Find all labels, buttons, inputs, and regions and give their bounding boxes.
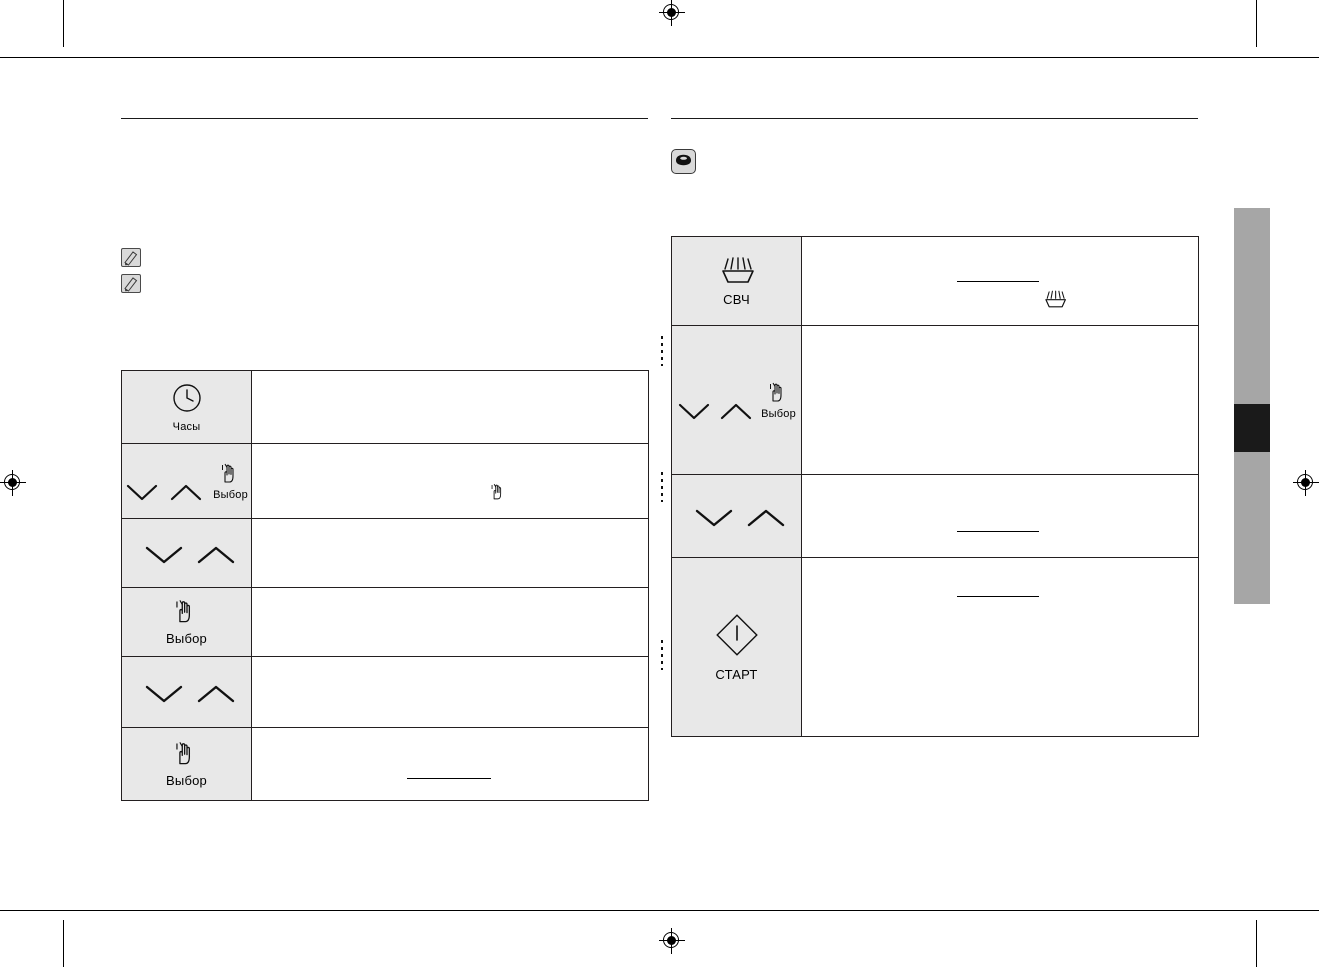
key-cell-down-up-select[interactable]: Выбор bbox=[671, 325, 802, 475]
right-column-header-rule bbox=[671, 118, 1198, 119]
table-row: Выбор bbox=[121, 727, 649, 801]
key-label-clock: Часы bbox=[172, 420, 201, 433]
text-underline bbox=[957, 596, 1039, 597]
chevron-down-icon[interactable] bbox=[677, 403, 711, 420]
key-label-select: Выбор bbox=[166, 631, 207, 646]
text-underline bbox=[957, 281, 1039, 282]
crop-mark-bottom-left bbox=[63, 920, 64, 967]
hand-select-icon[interactable] bbox=[174, 740, 200, 771]
table-row bbox=[671, 474, 1199, 558]
note-pencil-icon bbox=[121, 274, 141, 293]
registration-mark-bottom bbox=[659, 928, 685, 954]
table-row bbox=[121, 656, 649, 728]
key-label-microwave: СВЧ bbox=[723, 292, 750, 307]
key-cell-down-up-select[interactable]: Выбор bbox=[121, 443, 252, 519]
chevron-down-icon[interactable] bbox=[144, 684, 182, 702]
desc-cell-clock bbox=[251, 370, 649, 444]
key-cell-down-up[interactable] bbox=[671, 474, 802, 558]
crop-rule-bottom bbox=[0, 910, 1319, 911]
hand-select-icon[interactable] bbox=[174, 598, 200, 629]
registration-mark-right bbox=[1293, 470, 1319, 496]
chevron-down-icon[interactable] bbox=[694, 508, 732, 526]
note-pencil-icon bbox=[121, 248, 141, 267]
hand-select-icon bbox=[490, 482, 508, 506]
desc-cell-down-up bbox=[801, 474, 1199, 558]
desc-cell-down-up-select bbox=[251, 443, 649, 519]
key-label-select: Выбор bbox=[761, 407, 796, 420]
table-row: Выбор bbox=[121, 443, 649, 519]
thumb-band-lower bbox=[1234, 452, 1270, 604]
start-diamond-icon[interactable] bbox=[714, 612, 760, 663]
chevron-up-icon[interactable] bbox=[719, 403, 753, 420]
chevron-down-icon[interactable] bbox=[125, 484, 159, 501]
microwave-cooking-steps-table: СВЧ bbox=[671, 236, 1199, 737]
crop-mark-bottom-right bbox=[1256, 920, 1257, 967]
desc-cell-select bbox=[251, 727, 649, 801]
chevron-up-icon[interactable] bbox=[196, 545, 234, 563]
desc-cell-start bbox=[801, 557, 1199, 737]
key-cell-start[interactable]: СТАРТ bbox=[671, 557, 802, 737]
crop-rule-top bbox=[0, 57, 1319, 58]
key-cell-select[interactable]: Выбор bbox=[121, 587, 252, 657]
crop-mark-top-right bbox=[1256, 0, 1257, 47]
chapter-thumb-index bbox=[1234, 208, 1270, 604]
table-row bbox=[121, 518, 649, 588]
key-label-start: СТАРТ bbox=[715, 667, 758, 682]
center-divider-top bbox=[661, 336, 663, 366]
thumb-band-current bbox=[1234, 404, 1270, 452]
hand-select-icon[interactable] bbox=[220, 462, 242, 489]
key-label-select: Выбор bbox=[166, 773, 207, 788]
crop-mark-top-left bbox=[63, 0, 64, 47]
clock-icon bbox=[171, 382, 203, 419]
key-label-select: Выбор bbox=[213, 488, 248, 501]
chevron-down-icon[interactable] bbox=[144, 545, 182, 563]
table-row: СТАРТ bbox=[671, 557, 1199, 737]
table-row: СВЧ bbox=[671, 236, 1199, 326]
table-row: Выбор bbox=[671, 325, 1199, 475]
chevron-up-icon[interactable] bbox=[169, 484, 203, 501]
desc-cell-select bbox=[251, 587, 649, 657]
key-cell-down-up[interactable] bbox=[121, 656, 252, 728]
hand-select-icon[interactable] bbox=[768, 381, 790, 408]
clock-setting-steps-table: Часы bbox=[121, 370, 649, 801]
key-cell-down-up[interactable] bbox=[121, 518, 252, 588]
table-row: Часы bbox=[121, 370, 649, 444]
microwave-icon bbox=[717, 255, 757, 290]
microwave-tip-icon bbox=[675, 153, 692, 171]
center-divider-bottom bbox=[661, 640, 663, 670]
desc-cell-down-up bbox=[251, 518, 649, 588]
desc-cell-down-up-select bbox=[801, 325, 1199, 475]
text-underline bbox=[957, 531, 1039, 532]
registration-mark-left bbox=[0, 470, 26, 496]
thumb-band-upper bbox=[1234, 208, 1270, 404]
key-cell-microwave[interactable]: СВЧ bbox=[671, 236, 802, 326]
text-underline bbox=[407, 778, 491, 779]
table-row: Выбор bbox=[121, 587, 649, 657]
desc-cell-microwave bbox=[801, 236, 1199, 326]
center-divider-middle bbox=[661, 472, 663, 502]
key-cell-select[interactable]: Выбор bbox=[121, 727, 252, 801]
chevron-up-icon[interactable] bbox=[746, 508, 784, 526]
tip-badge bbox=[671, 149, 696, 174]
registration-mark-top bbox=[659, 0, 685, 26]
left-column-header-rule bbox=[121, 118, 648, 119]
key-cell-clock[interactable]: Часы bbox=[121, 370, 252, 444]
desc-cell-down-up bbox=[251, 656, 649, 728]
microwave-icon bbox=[1042, 289, 1068, 314]
chevron-up-icon[interactable] bbox=[196, 684, 234, 702]
